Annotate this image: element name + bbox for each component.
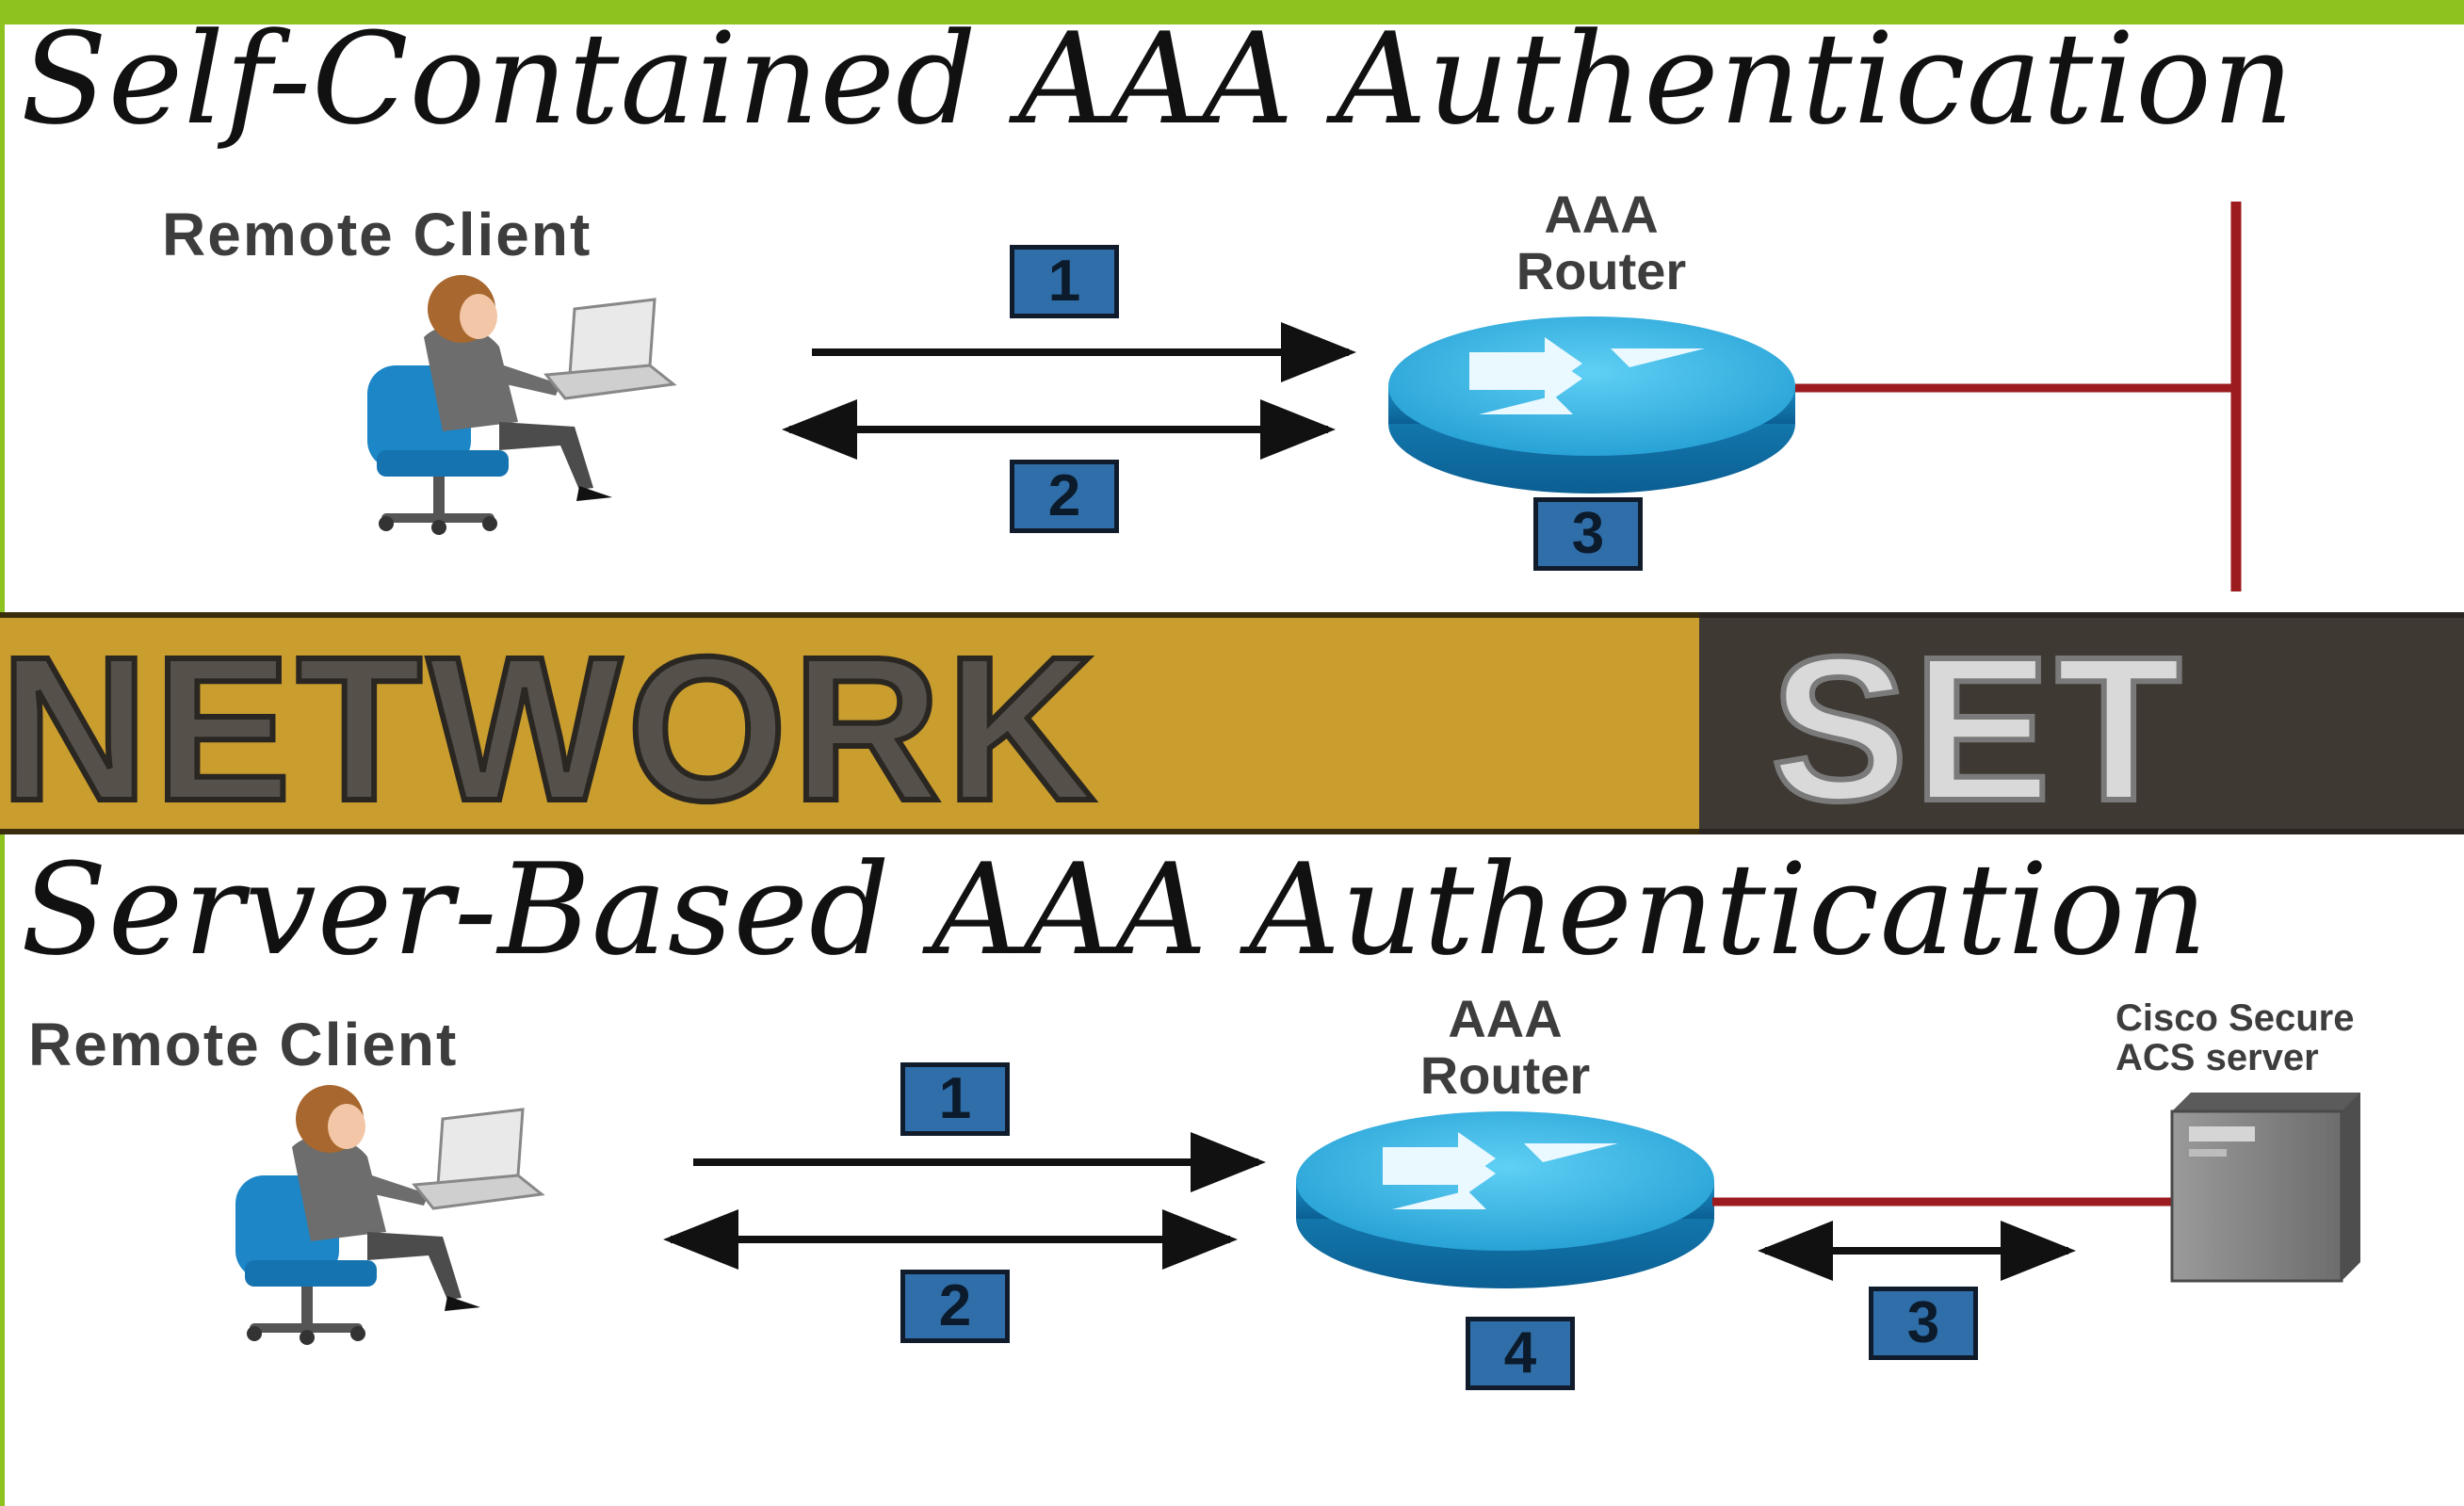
bottom-router-label-line1: AAA — [1448, 989, 1563, 1048]
server-label: Cisco Secure ACS server — [2115, 998, 2354, 1077]
person-at-computer-icon — [367, 275, 677, 535]
top-step-1: 1 — [1010, 245, 1119, 318]
router-icon — [1296, 1111, 1714, 1288]
bottom-router-label-line2: Router — [1419, 1045, 1591, 1105]
top-step-2: 2 — [1010, 460, 1119, 533]
banner-left-panel: NETWORK — [0, 612, 1699, 834]
server-tower-icon — [2170, 1093, 2360, 1283]
top-router-label-line2: Router — [1516, 241, 1687, 300]
top-router-label-line1: AAA — [1544, 185, 1659, 244]
top-router-label: AAA Router — [1479, 186, 1724, 300]
router-icon — [1388, 316, 1795, 494]
banner-right-panel: SET — [1699, 612, 2464, 834]
server-label-line2: ACS server — [2115, 1037, 2319, 1078]
top-accent-bar — [0, 0, 2464, 24]
top-step-3: 3 — [1533, 497, 1643, 571]
bottom-router-label: AAA Router — [1383, 991, 1628, 1104]
banner-word-set: SET — [1768, 615, 2187, 834]
person-at-computer-icon — [235, 1085, 545, 1345]
bottom-step-2: 2 — [900, 1270, 1010, 1343]
network-set-banner: NETWORK SET — [0, 605, 2464, 842]
server-label-line1: Cisco Secure — [2115, 997, 2355, 1039]
top-client-label: Remote Client — [162, 201, 592, 268]
top-diagram-title: Self-Contained AAA Authentication — [21, 6, 2295, 153]
bottom-step-3: 3 — [1869, 1287, 1978, 1360]
bottom-step-1: 1 — [900, 1062, 1010, 1136]
bottom-client-label: Remote Client — [28, 1011, 459, 1078]
banner-word-network: NETWORK — [0, 615, 1101, 834]
bottom-diagram-title: Server-Based AAA Authentication — [21, 836, 2209, 983]
bottom-step-4: 4 — [1466, 1317, 1575, 1390]
